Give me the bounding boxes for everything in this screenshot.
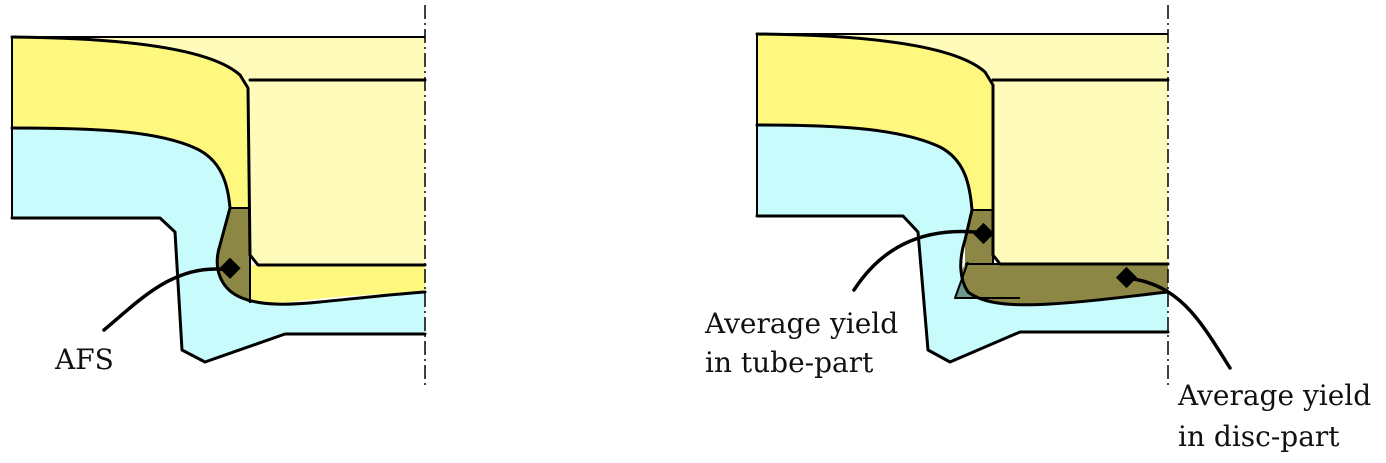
right-olive-edges xyxy=(965,209,1168,265)
right-panel: Average yield in tube-part Average yield… xyxy=(704,5,1371,453)
right-disc-leader-line xyxy=(1126,276,1232,370)
disc-label-line1: Average yield xyxy=(1177,379,1371,412)
left-flange-curve-outline xyxy=(10,126,427,306)
left-pale-yellow-inner-block xyxy=(250,80,425,265)
left-afs-leader-line xyxy=(102,267,232,332)
right-lower-outline xyxy=(755,214,1170,364)
right-tube-leader-line xyxy=(852,229,987,292)
left-afs-marker xyxy=(219,257,241,279)
right-flange-curve-outline xyxy=(755,123,1170,307)
tube-label-line2: in tube-part xyxy=(705,346,874,379)
afs-label: AFS xyxy=(54,343,114,376)
right-tube-marker xyxy=(972,222,995,245)
disc-label-line2: in disc-part xyxy=(1178,420,1340,453)
left-lower-outline xyxy=(10,216,427,364)
left-yellow-lower-strip xyxy=(250,265,425,305)
left-panel: AFS xyxy=(10,5,427,385)
right-teal-wedge-edges xyxy=(954,261,1020,299)
tube-label-line1: Average yield xyxy=(704,307,898,340)
right-top-sheet-outline xyxy=(755,32,1170,266)
left-olive-afs-region xyxy=(217,208,250,303)
left-top-sheet-outline xyxy=(10,35,427,267)
right-olive-disc-region xyxy=(961,264,1168,305)
left-yellow-flange-region xyxy=(12,37,250,208)
right-pale-yellow-inner-block xyxy=(993,80,1168,264)
right-yellow-flange-region xyxy=(757,34,993,210)
